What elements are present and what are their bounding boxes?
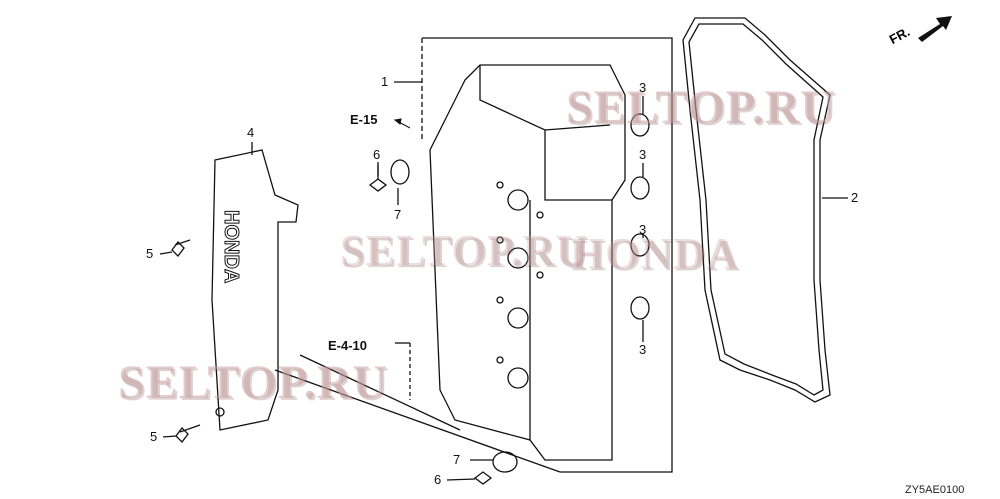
callout-1: 1: [381, 74, 389, 89]
callout-3: 3: [639, 222, 647, 237]
callout-7: 7: [453, 452, 461, 467]
cover-lettering: HONDA: [220, 210, 242, 283]
callout-3: 3: [639, 80, 647, 95]
seal-part-3: [630, 233, 650, 257]
bolt-part-5: [175, 424, 201, 443]
e15-arrow: [393, 118, 411, 129]
bolt-part-5: [171, 239, 191, 257]
seal-part-3: [630, 296, 650, 320]
engine-cover-part-4: [211, 149, 299, 431]
callout-2: 2: [851, 190, 859, 205]
watermark: HONDA: [570, 229, 739, 278]
callout-6: 6: [373, 147, 381, 162]
callout-3: 3: [639, 342, 647, 357]
arrow-up-right-icon: [918, 16, 952, 42]
seal-part-3: [630, 176, 650, 200]
callout-7: 7: [394, 207, 402, 222]
assembly-boundary: [422, 37, 673, 473]
gasket-part-2: [682, 17, 831, 403]
callout-5: 5: [150, 429, 158, 444]
reference-e4-10[interactable]: E-4-10: [328, 338, 368, 353]
watermark: SELTOP.RU: [118, 356, 389, 409]
callout-5: 5: [146, 246, 154, 261]
reference-e15[interactable]: E-15: [350, 112, 378, 127]
callout-4: 4: [247, 125, 255, 140]
watermark: SELTOP.RU: [566, 81, 837, 134]
seal-part-3: [630, 113, 650, 137]
callout-3: 3: [639, 147, 647, 162]
callout-6: 6: [434, 472, 442, 487]
bolt-part-6: [473, 471, 493, 485]
watermark: SELTOP.RU: [340, 226, 589, 275]
diagram-code: ZY5AE0100: [905, 484, 965, 496]
washer-part-7: [390, 159, 410, 185]
